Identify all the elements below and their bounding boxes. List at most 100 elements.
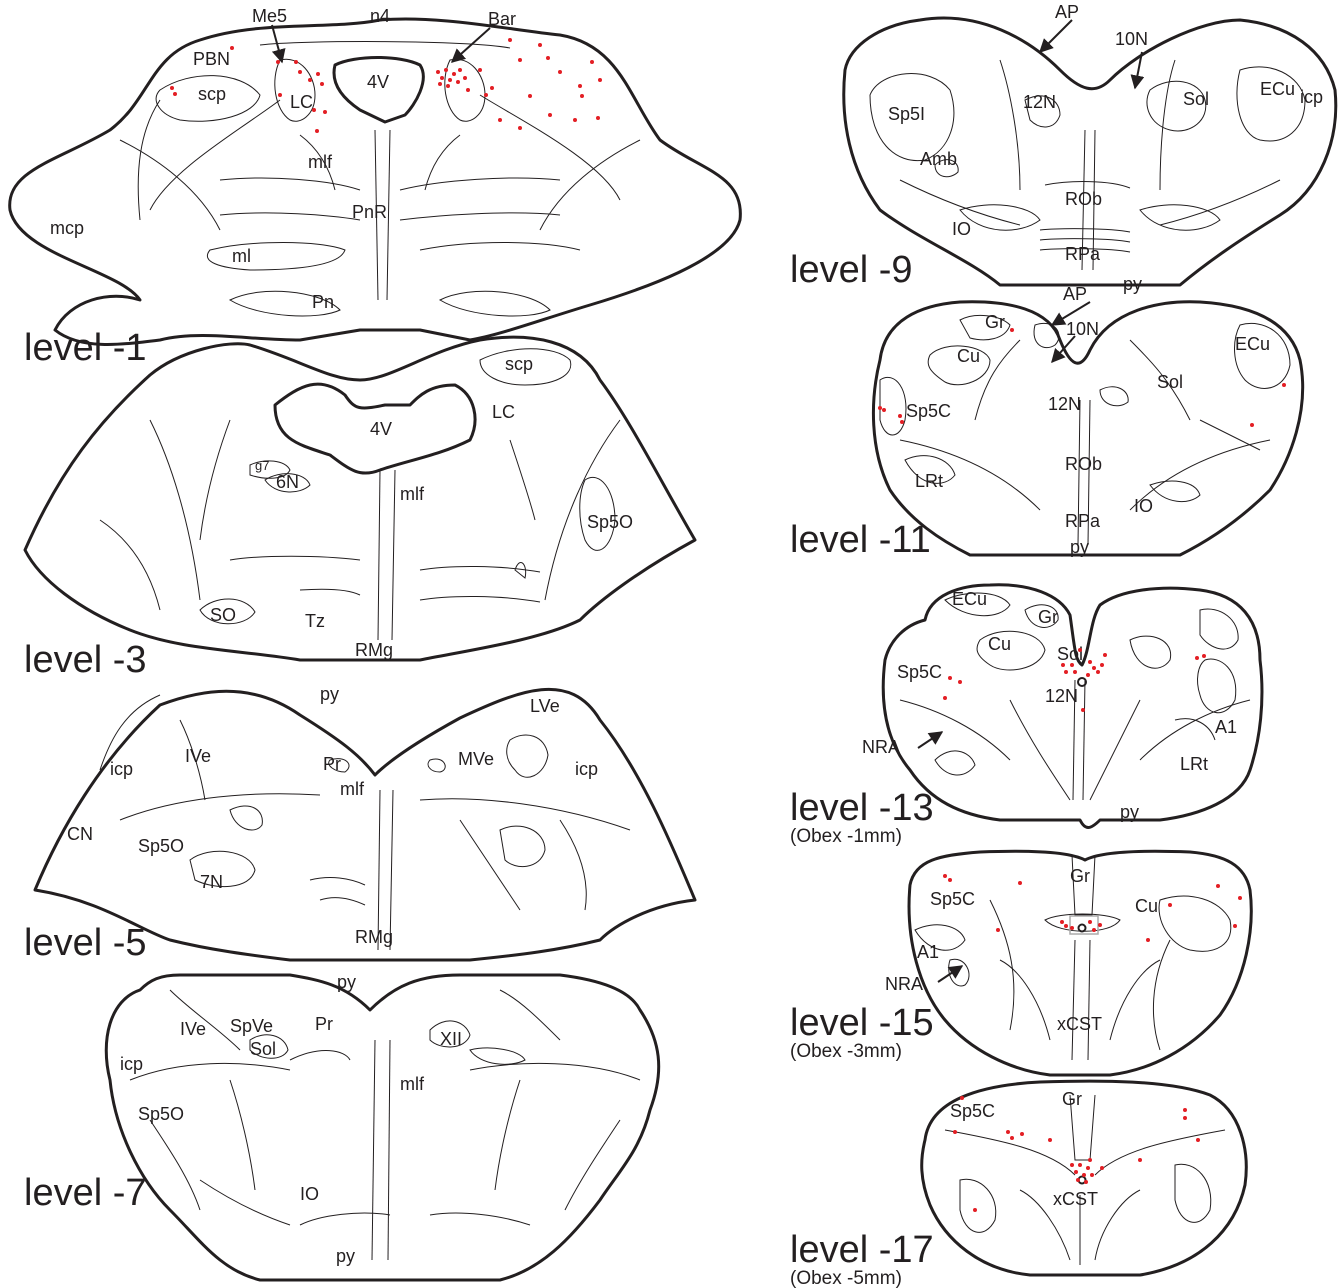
region-label: Gr xyxy=(1062,1089,1082,1109)
region-label: xCST xyxy=(1053,1189,1098,1209)
region-label: Sp5C xyxy=(906,401,951,421)
region-label: 4V xyxy=(367,72,389,92)
region-label: CN xyxy=(67,824,93,844)
labeled-neuron-markers xyxy=(170,38,1286,1212)
region-label: SO xyxy=(210,605,236,625)
region-label: Gr xyxy=(985,312,1005,332)
region-label: ROb xyxy=(1065,454,1102,474)
region-label: Sp5O xyxy=(138,1104,184,1124)
region-label: ml xyxy=(232,246,251,266)
region-label: py xyxy=(1120,802,1139,822)
region-label: scp xyxy=(198,84,226,104)
arrow-10n-11 xyxy=(1052,336,1075,362)
level-caption: level -3 xyxy=(24,639,147,681)
region-label: AP xyxy=(1055,2,1079,22)
region-label: Sp5O xyxy=(138,836,184,856)
region-label: g7 xyxy=(255,458,269,473)
region-label: py xyxy=(320,684,339,704)
internal-contours xyxy=(130,990,640,1260)
section-level-1 xyxy=(10,19,741,344)
level-caption: level -5 xyxy=(24,922,147,964)
level-caption: level -15 xyxy=(790,1002,934,1044)
region-label: Sp5C xyxy=(930,889,975,909)
region-label: Cu xyxy=(957,346,980,366)
region-label: AP xyxy=(1063,284,1087,304)
region-label: mlf xyxy=(340,779,365,799)
level-caption: level -1 xyxy=(24,327,147,369)
region-label: icp xyxy=(575,759,598,779)
region-label: RMg xyxy=(355,927,393,947)
region-label: xCST xyxy=(1057,1014,1102,1034)
region-label: XII xyxy=(440,1029,462,1049)
region-label: 10N xyxy=(1066,319,1099,339)
region-label: Sol xyxy=(1157,372,1183,392)
region-label: LC xyxy=(290,92,313,112)
obex-caption: (Obex -5mm) xyxy=(790,1268,902,1288)
region-label: 12N xyxy=(1048,394,1081,414)
region-label: Tz xyxy=(305,611,325,631)
region-label: 12N xyxy=(1045,686,1078,706)
level-caption: level -17 xyxy=(790,1229,934,1271)
region-label: Sp5I xyxy=(888,104,925,124)
region-label: Me5 xyxy=(252,6,287,26)
region-label: Sp5O xyxy=(587,512,633,532)
region-label: NRA xyxy=(885,974,923,994)
region-label: IO xyxy=(1134,496,1153,516)
region-label: RPa xyxy=(1065,244,1101,264)
region-label: LRt xyxy=(1180,754,1208,774)
section-level-3 xyxy=(25,337,695,660)
region-label: Gr xyxy=(1070,866,1090,886)
level-caption: level -9 xyxy=(790,249,913,291)
region-label: Sp5C xyxy=(950,1101,995,1121)
region-label: SpVe xyxy=(230,1016,273,1036)
level-caption: level -11 xyxy=(790,519,931,561)
section-outline xyxy=(35,689,695,960)
region-label: py xyxy=(336,1246,355,1266)
obex-caption: (Obex -1mm) xyxy=(790,826,902,847)
region-label: Pr xyxy=(315,1014,333,1034)
region-label: mlf xyxy=(400,1074,425,1094)
region-label: Cu xyxy=(988,634,1011,654)
central-canal xyxy=(1079,925,1086,932)
internal-contours xyxy=(100,349,620,640)
region-label: IO xyxy=(952,219,971,239)
region-label: Amb xyxy=(920,149,957,169)
region-label: 12N xyxy=(1023,92,1056,112)
region-label: MVe xyxy=(458,749,494,769)
obex-caption: (Obex -3mm) xyxy=(790,1041,902,1062)
region-label: mcp xyxy=(50,218,84,238)
region-label: ECu xyxy=(952,589,987,609)
region-label: Sp5C xyxy=(897,662,942,682)
section-level-5 xyxy=(35,689,695,960)
region-label: LVe xyxy=(530,696,560,716)
region-label: RMg xyxy=(355,640,393,660)
region-label: 4V xyxy=(370,419,392,439)
region-label: A1 xyxy=(917,942,939,962)
region-label: IO xyxy=(300,1184,319,1204)
internal-contours xyxy=(100,695,630,950)
region-label: mlf xyxy=(400,484,425,504)
region-label: Gr xyxy=(1038,607,1058,627)
region-label: mlf xyxy=(308,152,333,172)
region-label: py xyxy=(1123,274,1142,294)
section-outline xyxy=(25,337,695,660)
region-label: Sol xyxy=(1183,89,1209,109)
region-label: 10N xyxy=(1115,29,1148,49)
level-caption: level -7 xyxy=(24,1172,147,1214)
region-label: scp xyxy=(505,354,533,374)
region-label: Pr xyxy=(323,754,341,774)
region-label: NRA xyxy=(862,737,900,757)
region-label: IVe xyxy=(185,746,211,766)
region-label: n4 xyxy=(370,6,390,26)
region-label: 7N xyxy=(200,872,223,892)
region-label: 6N xyxy=(276,472,299,492)
region-label: py xyxy=(337,972,356,992)
region-label: A1 xyxy=(1215,717,1237,737)
region-label: Sol xyxy=(250,1039,276,1059)
region-label: Sol xyxy=(1057,644,1083,664)
region-label: icp xyxy=(120,1054,143,1074)
region-label: Pn xyxy=(312,292,334,312)
region-label: RPa xyxy=(1065,511,1101,531)
region-label: py xyxy=(1070,537,1089,557)
